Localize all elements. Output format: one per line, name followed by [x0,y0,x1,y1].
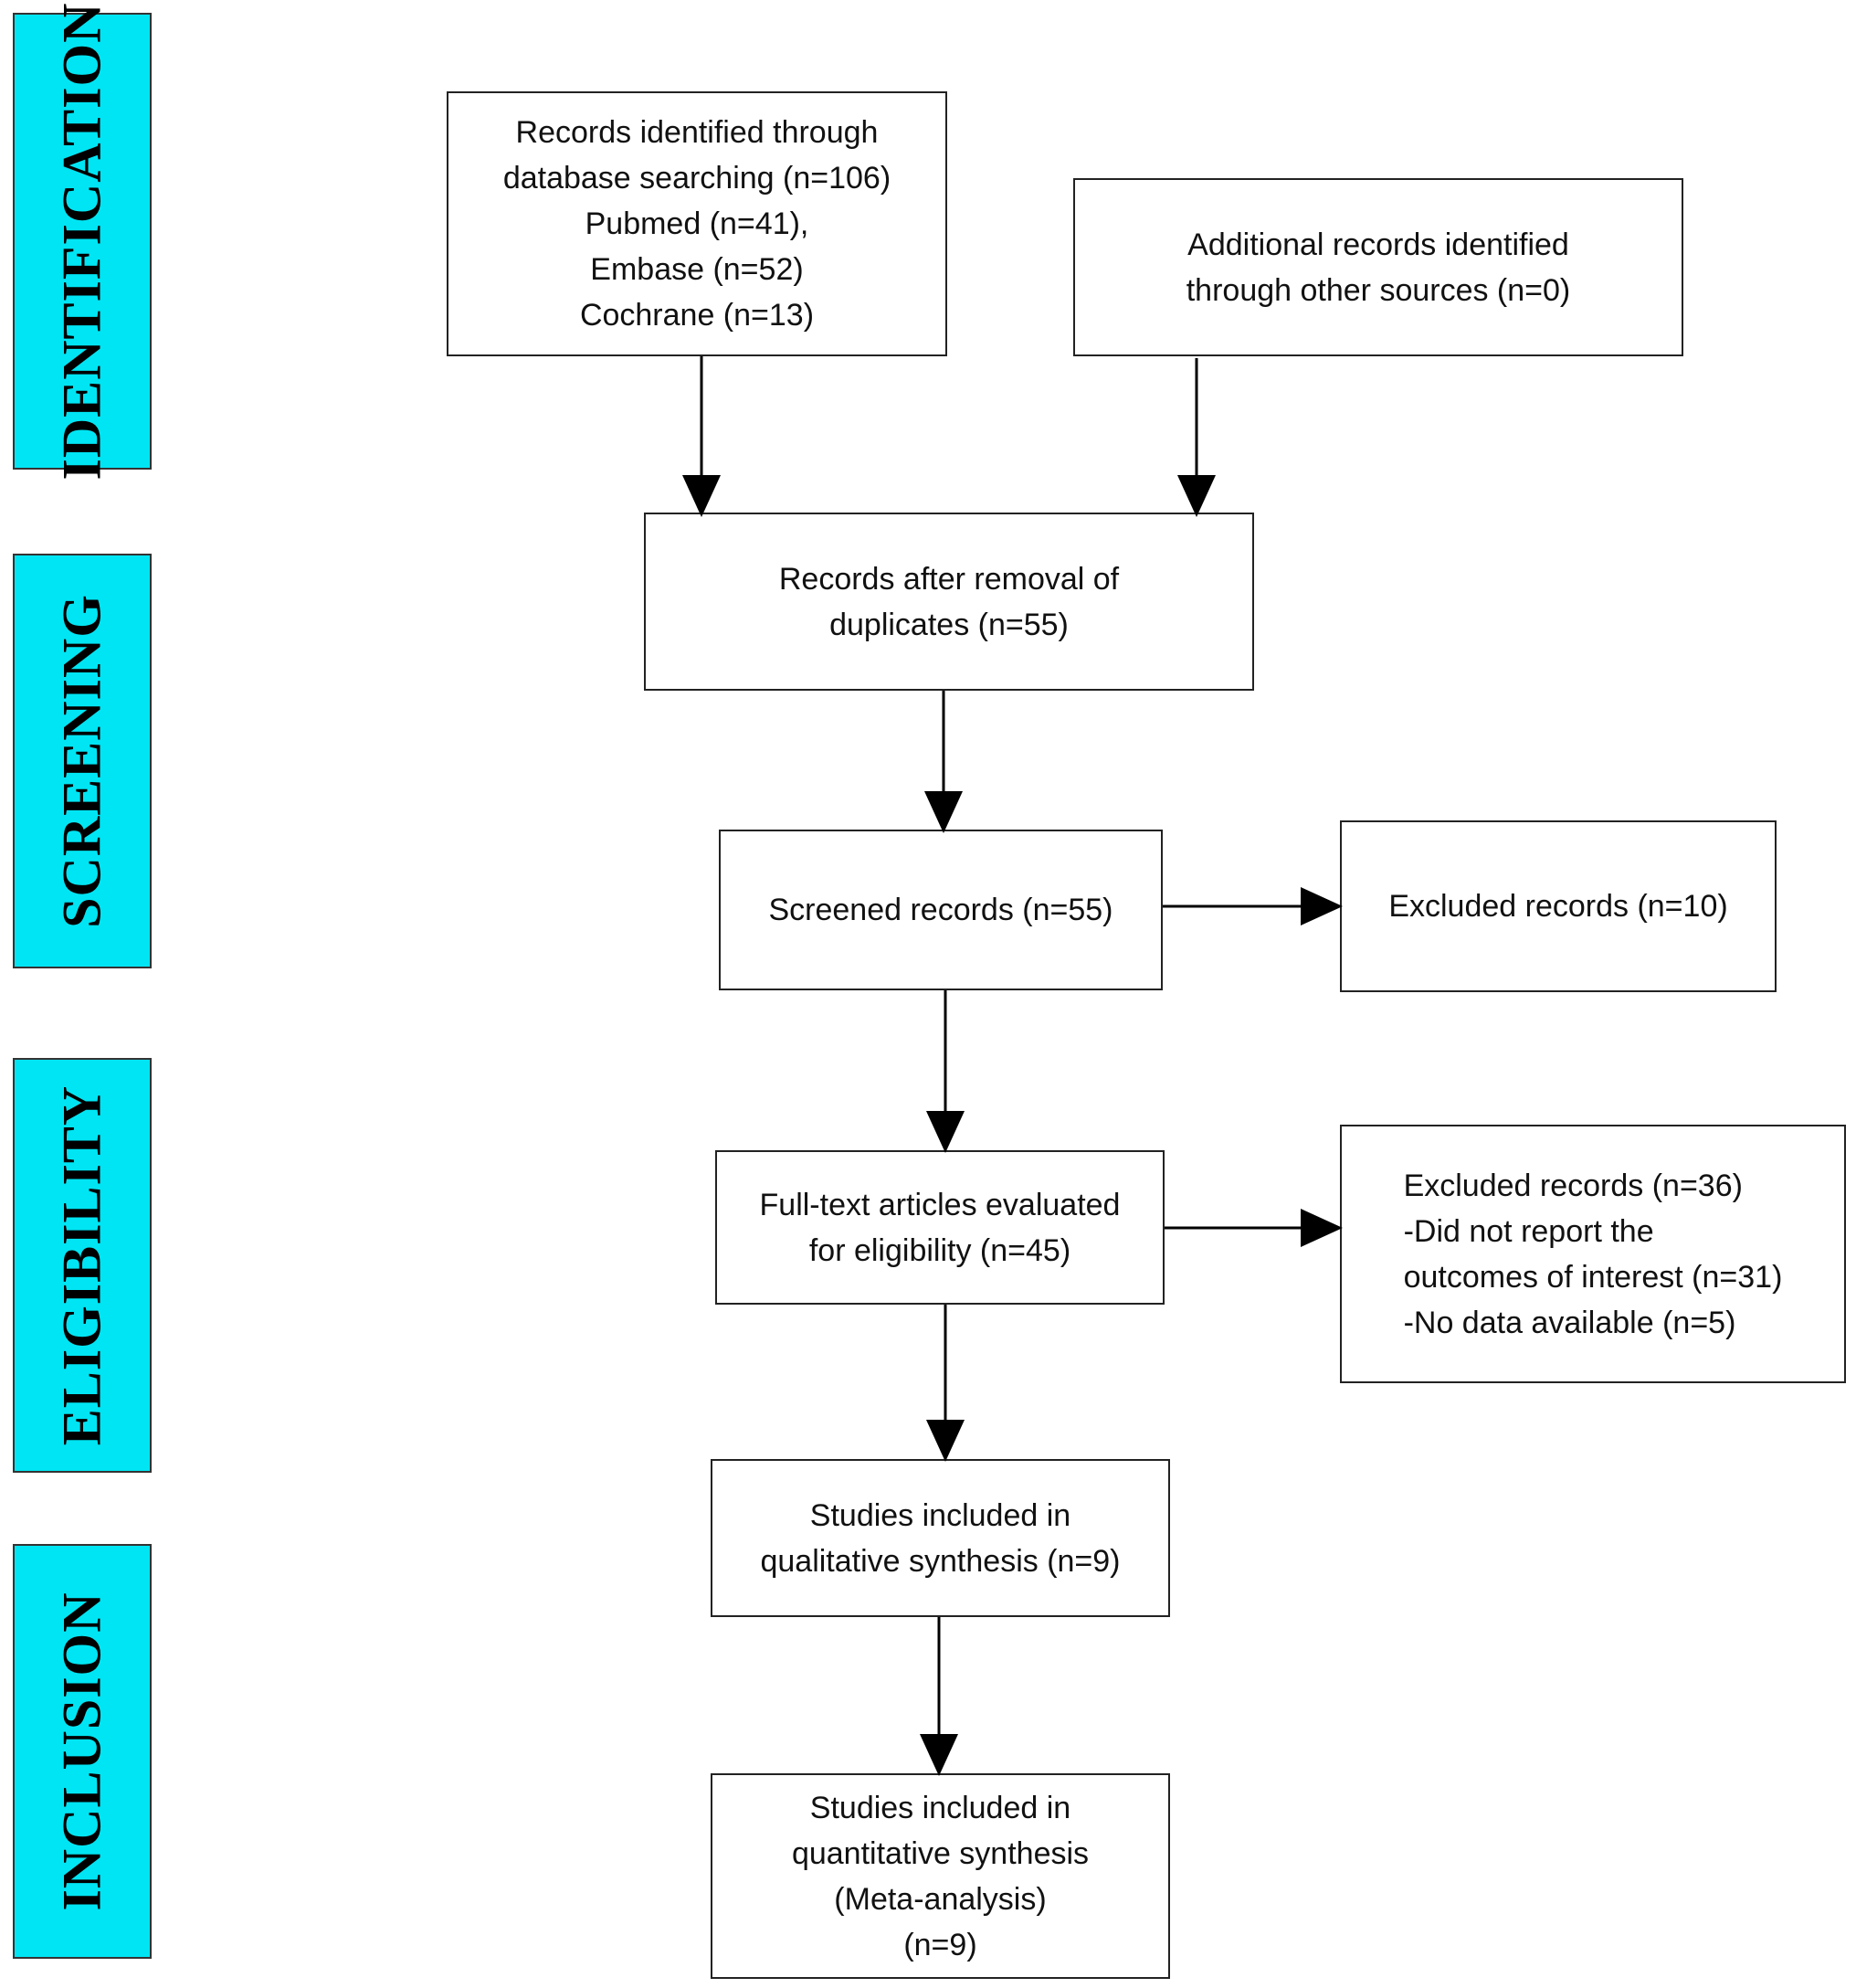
box-excluded-fulltext-text: Excluded records (n=36) -Did not report t… [1404,1163,1783,1346]
arrowhead-fulltext-to-qualitative [926,1420,965,1462]
box-fulltext-eligibility-text: Full-text articles evaluated for eligibil… [760,1182,1121,1274]
box-line: -Did not report the [1403,1213,1654,1249]
box-line: Excluded records (n=36) [1403,1168,1743,1203]
box-line: qualitative synthesis (n=9) [760,1543,1121,1579]
box-excluded-screening-text: Excluded records (n=10) [1388,883,1727,929]
box-line: Studies included in [809,1790,1071,1825]
arrowhead-screened-to-excluded [1301,887,1343,925]
box-screened-records-text: Screened records (n=55) [768,887,1113,933]
box-other-sources: Additional records identified through oth… [1073,178,1683,356]
box-line: database searching (n=106) [502,161,891,196]
phase-screening: SCREENING [13,554,152,968]
box-line: duplicates (n=55) [829,607,1069,642]
box-quantitative-synthesis-text: Studies included in quantitative synthesi… [792,1785,1089,1968]
box-quantitative-synthesis: Studies included in quantitative synthesi… [711,1773,1170,1979]
box-qualitative-synthesis-text: Studies included in qualitative synthesis… [760,1493,1120,1584]
box-qualitative-synthesis: Studies included in qualitative synthesis… [711,1459,1170,1617]
box-line: (n=9) [903,1927,977,1962]
box-line: Cochrane (n=13) [579,298,815,333]
box-database-search-text: Records identified through database searc… [503,110,891,338]
box-database-search: Records identified through database searc… [447,91,947,356]
phase-identification: IDENTIFICATION [13,3,152,480]
box-line: through other sources (n=0) [1186,272,1571,308]
box-line: for eligibility (n=45) [808,1232,1071,1268]
box-line: Records after removal of [778,561,1120,597]
box-line: Full-text articles evaluated [759,1187,1121,1222]
box-excluded-fulltext: Excluded records (n=36) -Did not report t… [1340,1125,1846,1383]
box-fulltext-eligibility: Full-text articles evaluated for eligibil… [715,1150,1165,1305]
box-excluded-screening: Excluded records (n=10) [1340,820,1777,992]
arrowhead-screened-to-fulltext [926,1111,965,1153]
box-line: Excluded records (n=10) [1388,889,1728,924]
box-line: Embase (n=52) [590,252,804,287]
arrowhead-other-to-duplicates [1177,475,1216,517]
box-line: Records identified through [515,115,879,150]
box-line: Pubmed (n=41), [585,206,809,241]
box-line: Screened records (n=55) [768,893,1113,927]
arrowhead-database-to-duplicates [682,475,721,517]
box-line: (Meta-analysis) [834,1881,1047,1917]
arrowhead-fulltext-to-excluded [1301,1209,1343,1247]
box-screened-records: Screened records (n=55) [719,830,1163,990]
box-line: Studies included in [809,1497,1071,1533]
box-after-duplicates-text: Records after removal of duplicates (n=55… [779,556,1119,648]
box-after-duplicates: Records after removal of duplicates (n=55… [644,513,1254,691]
phase-eligibility: ELIGIBILITY [13,1058,152,1473]
box-line: -No data available (n=5) [1403,1305,1736,1340]
box-line: outcomes of interest (n=31) [1403,1259,1783,1295]
arrowhead-qualitative-to-quantitative [920,1734,958,1776]
box-line: Additional records identified [1187,227,1569,262]
box-line: quantitative synthesis [791,1835,1090,1871]
phase-inclusion: INCLUSION [13,1544,152,1959]
arrowhead-duplicates-to-screened [924,791,963,833]
box-other-sources-text: Additional records identified through oth… [1186,222,1571,313]
